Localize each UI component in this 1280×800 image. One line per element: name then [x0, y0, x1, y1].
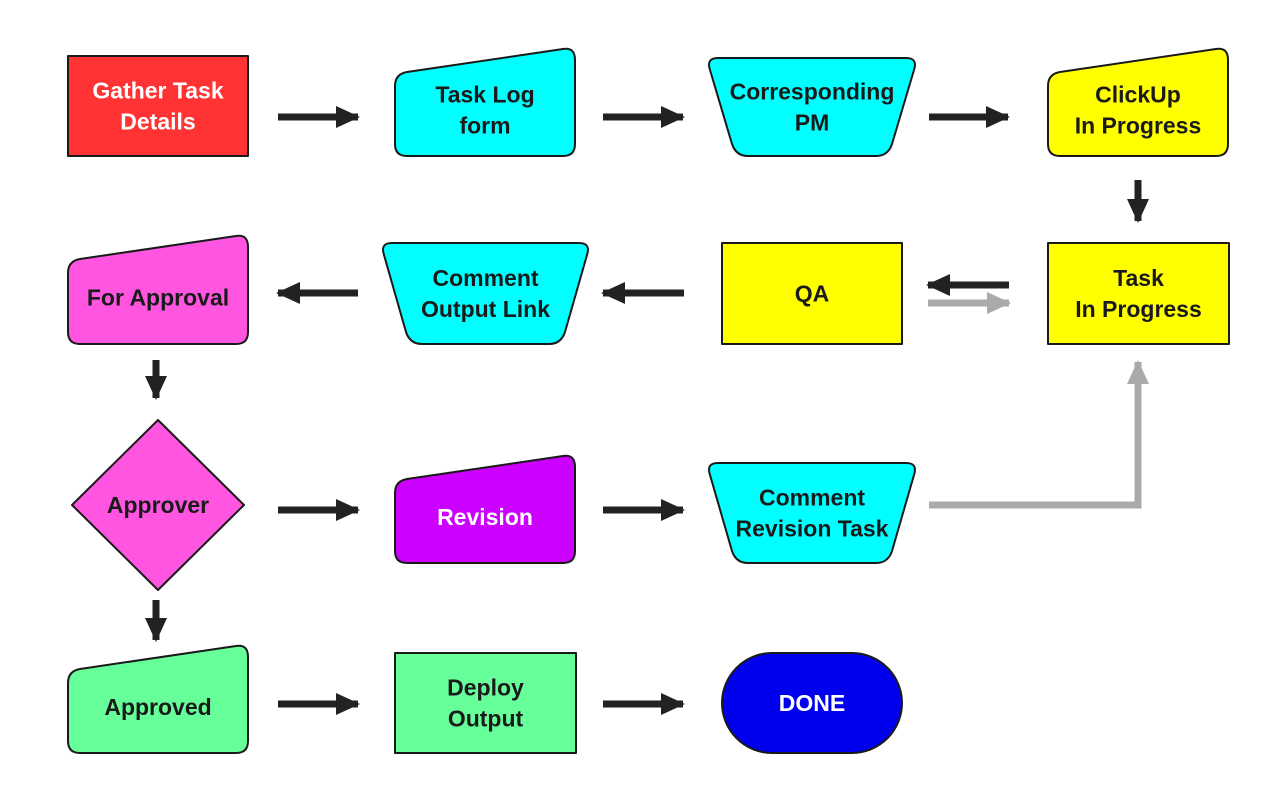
- node-approver-shape: [71, 419, 245, 591]
- node-tasklog-shape: [394, 47, 576, 157]
- arrow-comment_revision-to-task: [929, 360, 1149, 509]
- node-gather-label-line: Details: [120, 109, 195, 135]
- node-qa: QA: [721, 242, 903, 345]
- node-approved: Approved: [67, 644, 249, 754]
- node-approved-label-line: Approved: [104, 694, 211, 720]
- node-task-label-line: Task: [1113, 265, 1164, 291]
- node-revision: Revision: [394, 454, 576, 564]
- node-done-label-line: DONE: [779, 690, 845, 716]
- node-gather-shape: [67, 55, 249, 157]
- node-comment-output-shape: [382, 242, 589, 345]
- node-for-approval-shape: [67, 234, 249, 345]
- node-deploy-label-line: Output: [448, 706, 524, 732]
- node-pm-shape: [708, 57, 916, 157]
- node-done: DONE: [721, 652, 903, 754]
- node-pm-label-line: PM: [795, 110, 830, 136]
- node-comment-revision-label-line: Comment: [759, 485, 865, 511]
- node-clickup-label-line: In Progress: [1075, 113, 1202, 139]
- node-revision-label-line: Revision: [437, 504, 533, 530]
- node-task-shape: [1047, 242, 1230, 345]
- connectors-layer: [145, 106, 1149, 715]
- node-approved-shape: [67, 644, 249, 754]
- node-tasklog-label-line: form: [459, 113, 510, 139]
- node-done-shape: [721, 652, 903, 754]
- node-gather-label-line: Gather Task: [92, 78, 223, 104]
- node-comment-revision-label-line: Revision Task: [736, 516, 889, 542]
- node-comment-output-label-line: Output Link: [421, 296, 550, 322]
- node-for-approval: For Approval: [67, 234, 249, 345]
- node-qa-shape: [721, 242, 903, 345]
- node-task: Task In Progress: [1047, 242, 1230, 345]
- node-clickup-shape: [1047, 47, 1229, 157]
- node-tasklog-label-line: Task Log: [435, 82, 534, 108]
- node-task-label-line: In Progress: [1075, 296, 1202, 322]
- node-clickup-label-line: ClickUp: [1095, 82, 1181, 108]
- node-comment-output-label-line: Comment: [432, 265, 538, 291]
- node-tasklog: Task Log form: [394, 47, 576, 157]
- node-revision-shape: [394, 454, 576, 564]
- node-qa-label-line: QA: [795, 281, 830, 307]
- node-approver-label-line: Approver: [107, 492, 209, 518]
- node-pm-label-line: Corresponding: [730, 79, 895, 105]
- node-deploy-shape: [394, 652, 577, 754]
- node-approver: Approver: [71, 419, 245, 591]
- node-for-approval-label-line: For Approval: [87, 285, 229, 311]
- node-clickup: ClickUp In Progress: [1047, 47, 1229, 157]
- node-deploy-label-line: Deploy: [447, 675, 524, 701]
- node-comment-revision-shape: [708, 462, 916, 564]
